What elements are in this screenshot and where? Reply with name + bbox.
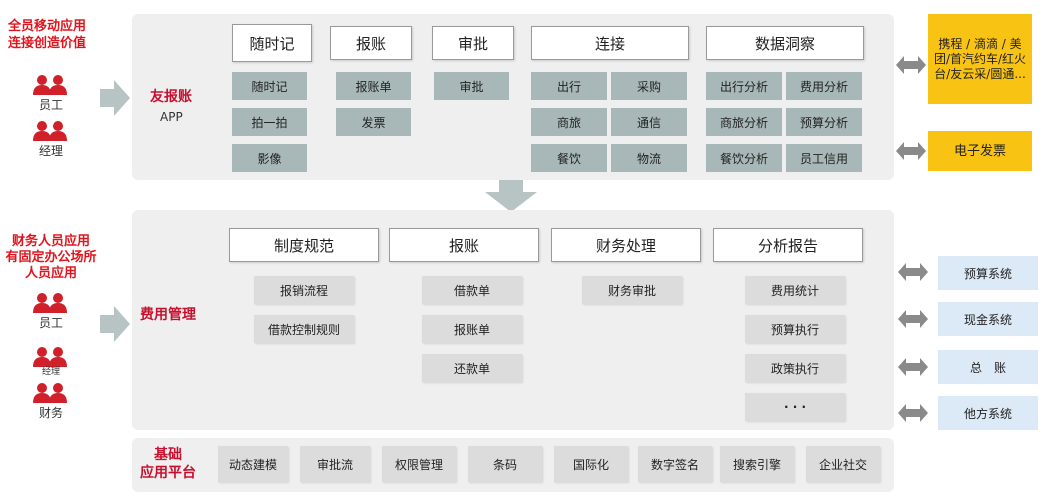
mobile-title-line1: 全员移动应用 — [8, 19, 87, 34]
general-ledger-system: 总 账 — [938, 350, 1038, 384]
base-dongtai-jianmo[interactable]: 动态建模 — [218, 446, 288, 482]
base-tiaoma[interactable]: 条码 — [468, 446, 542, 482]
tile-caiwu-shenpi[interactable]: 财务审批 — [582, 276, 682, 304]
base-sousuo-yinqing[interactable]: 搜索引擎 — [720, 446, 794, 482]
manager-figure: 经理 — [28, 120, 74, 159]
manager-label-2: 经理 — [41, 367, 60, 377]
base-qiye-shejiao[interactable]: 企业社交 — [806, 446, 880, 482]
tile-baoxiao-liucheng[interactable]: 报销流程 — [254, 276, 354, 304]
tile-paiyipai[interactable]: 拍一拍 — [232, 108, 307, 136]
tile-canyin-fenxi[interactable]: 餐饮分析 — [706, 144, 782, 172]
tile-shanglv[interactable]: 商旅 — [531, 108, 607, 136]
base-quanxian-guanli[interactable]: 权限管理 — [382, 446, 456, 482]
people-icon — [33, 347, 67, 367]
base-title-line1: 基础 — [154, 447, 182, 463]
finance-figure: 财务 — [28, 382, 74, 421]
tile-chuxing-fenxi[interactable]: 出行分析 — [706, 72, 782, 100]
tile-suishiji[interactable]: 随时记 — [232, 72, 307, 100]
tile-yingxiang[interactable]: 影像 — [232, 144, 307, 172]
base-guojihua[interactable]: 国际化 — [554, 446, 628, 482]
tile-feiyong-fenxi[interactable]: 费用分析 — [786, 72, 862, 100]
header-suishiji: 随时记 — [232, 24, 312, 62]
tile-baozhangdan[interactable]: 报账单 — [336, 72, 411, 100]
people-icon — [33, 121, 67, 141]
right-arrow-icon — [100, 306, 130, 342]
header-shenpi: 审批 — [432, 26, 514, 60]
header-caiwu: 财务处理 — [551, 228, 701, 262]
employee-label-2: 员工 — [38, 316, 63, 330]
manager-figure-2: 经理 — [28, 346, 74, 377]
einvoice-box: 电子发票 — [928, 131, 1032, 171]
tile-feiyong-tongji[interactable]: 费用统计 — [745, 276, 845, 304]
people-icon — [33, 75, 67, 95]
base-platform-title: 基础 应用平台 — [140, 446, 196, 482]
finance-label: 财务 — [38, 406, 63, 420]
tile-baozhangdan-2[interactable]: 报账单 — [422, 315, 522, 343]
header-lianjie: 连接 — [531, 26, 689, 60]
people-icon — [33, 383, 67, 403]
employee-figure: 员工 — [28, 74, 74, 113]
finance-title-line2: 有固定办公场所 — [5, 250, 97, 265]
employee-figure-2: 员工 — [28, 292, 74, 331]
tile-shanglv-fenxi[interactable]: 商旅分析 — [706, 108, 782, 136]
tile-more[interactable]: · · · — [745, 393, 845, 421]
youbaozhang-title: 友报账 — [150, 89, 192, 105]
header-baozhang-2: 报账 — [389, 228, 539, 262]
tile-tongxin[interactable]: 通信 — [611, 108, 687, 136]
cash-system: 现金系统 — [938, 302, 1038, 336]
employee-label: 员工 — [38, 98, 63, 112]
double-arrow-icon — [898, 310, 928, 328]
tile-caigou[interactable]: 采购 — [611, 72, 687, 100]
expense-management-title: 费用管理 — [140, 307, 196, 323]
tile-canyin[interactable]: 餐饮 — [531, 144, 607, 172]
people-icon — [33, 293, 67, 313]
header-shuju: 数据洞察 — [706, 26, 864, 60]
other-system: 他方系统 — [938, 396, 1038, 430]
tile-shenpi[interactable]: 审批 — [434, 72, 509, 100]
header-fenxi: 分析报告 — [713, 228, 863, 262]
tile-huankuandan[interactable]: 还款单 — [422, 354, 522, 382]
budget-system: 预算系统 — [938, 256, 1038, 290]
header-zhidu: 制度规范 — [229, 228, 379, 262]
double-arrow-icon — [898, 263, 928, 281]
tile-zhengce-zhixing[interactable]: 政策执行 — [745, 354, 845, 382]
app-label: APP — [160, 110, 183, 124]
finance-title-line3: 人员应用 — [24, 266, 77, 281]
base-shenpiliu[interactable]: 审批流 — [300, 446, 370, 482]
tile-fapiao[interactable]: 发票 — [336, 108, 411, 136]
finance-users-title: 财务人员应用 有固定办公场所 人员应用 — [2, 234, 100, 282]
double-arrow-icon — [896, 56, 926, 74]
partner-services-box: 携程 / 滴滴 / 美团/首汽约车/红火台/友云采/圆通... — [928, 14, 1032, 104]
tile-chuxing[interactable]: 出行 — [531, 72, 607, 100]
tile-wuliu[interactable]: 物流 — [611, 144, 687, 172]
tile-jiekuan-kongzhi[interactable]: 借款控制规则 — [254, 315, 354, 343]
base-title-line2: 应用平台 — [140, 465, 196, 481]
tile-yuangong-xinyong[interactable]: 员工信用 — [786, 144, 862, 172]
mobile-title-line2: 连接创造价值 — [8, 36, 87, 51]
manager-label: 经理 — [38, 144, 63, 158]
tile-jiekuandan[interactable]: 借款单 — [422, 276, 522, 304]
finance-title-line1: 财务人员应用 — [11, 234, 90, 249]
tile-yusuan-zhixing[interactable]: 预算执行 — [745, 315, 845, 343]
tile-yusuan-fenxi[interactable]: 预算分析 — [786, 108, 862, 136]
mobile-app-title: 全员移动应用 连接创造价值 — [8, 18, 86, 52]
down-arrow-icon — [485, 180, 537, 212]
double-arrow-icon — [896, 142, 926, 160]
right-arrow-icon — [100, 80, 130, 116]
double-arrow-icon — [898, 404, 928, 422]
double-arrow-icon — [898, 358, 928, 376]
header-baozhang: 报账 — [330, 26, 412, 60]
base-shuzi-qianming[interactable]: 数字签名 — [638, 446, 712, 482]
